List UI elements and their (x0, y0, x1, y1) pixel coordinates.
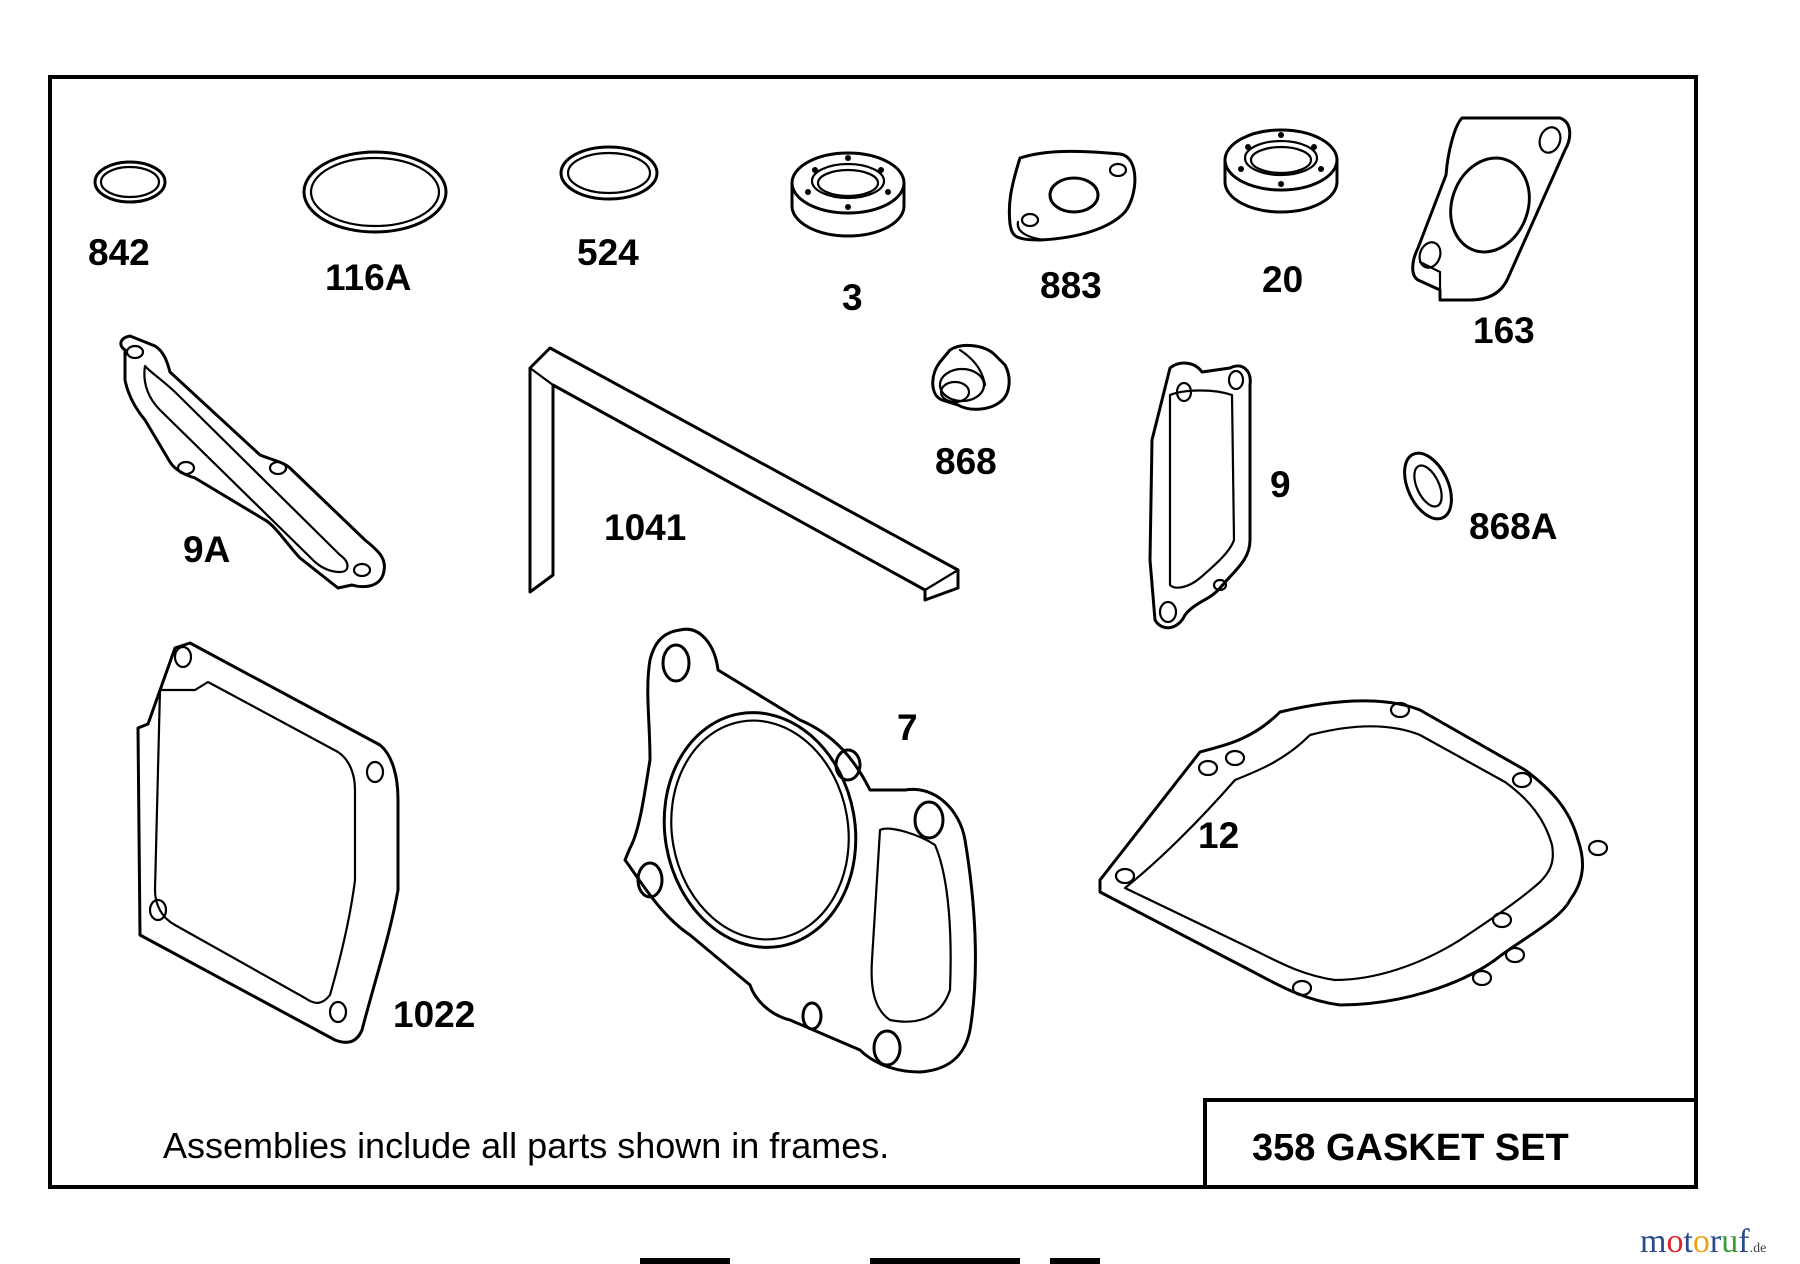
watermark-letter: r (1710, 1223, 1722, 1260)
label-part-868a: 868A (1469, 506, 1557, 547)
part-524-oring (559, 145, 659, 201)
part-868a-washer (1403, 451, 1453, 521)
part-9a-gasket (119, 334, 386, 590)
label-part-1041: 1041 (604, 507, 686, 548)
part-163-gasket (1411, 116, 1572, 302)
watermark-letter: o (1666, 1223, 1683, 1260)
part-9-gasket (1148, 361, 1252, 630)
part-116a-oring (302, 150, 448, 234)
label-part-524: 524 (577, 232, 639, 273)
part-3-oil-seal (790, 151, 906, 238)
label-part-842: 842 (88, 232, 150, 273)
label-part-1022: 1022 (393, 994, 475, 1035)
label-part-3: 3 (842, 277, 863, 318)
part-1041-strip (528, 346, 960, 602)
label-part-883: 883 (1040, 265, 1102, 306)
cropped-bottom-marks (640, 1258, 1100, 1264)
assembly-frame (48, 75, 1698, 1189)
part-1022-gasket (136, 641, 400, 1044)
assemblies-note: Assemblies include all parts shown in fr… (163, 1125, 889, 1166)
part-20-oil-seal (1223, 128, 1339, 214)
watermark-letter: m (1640, 1223, 1666, 1260)
label-part-20: 20 (1262, 259, 1303, 300)
watermark-suffix: .de (1750, 1241, 1767, 1256)
label-part-116a: 116A (325, 257, 411, 298)
label-part-163: 163 (1473, 310, 1535, 351)
label-part-12: 12 (1198, 815, 1239, 856)
watermark-letter: u (1721, 1223, 1738, 1260)
watermark: motoruf.de (1640, 1223, 1766, 1260)
label-part-9a: 9A (183, 529, 230, 570)
part-842-oring (93, 160, 167, 204)
label-part-9: 9 (1270, 464, 1291, 505)
gasket-set-title: 358 GASKET SET (1252, 1127, 1569, 1169)
watermark-letter: o (1693, 1223, 1710, 1260)
watermark-letter: t (1683, 1223, 1693, 1260)
part-868-valve-seal (931, 343, 1011, 411)
part-883-gasket (1007, 149, 1137, 242)
watermark-letter: f (1738, 1223, 1750, 1260)
label-part-7: 7 (897, 707, 918, 748)
set-title-box (1203, 1098, 1696, 1187)
label-part-868: 868 (935, 441, 997, 482)
part-12-gasket (1098, 699, 1609, 1007)
part-7-head-gasket (623, 627, 977, 1074)
